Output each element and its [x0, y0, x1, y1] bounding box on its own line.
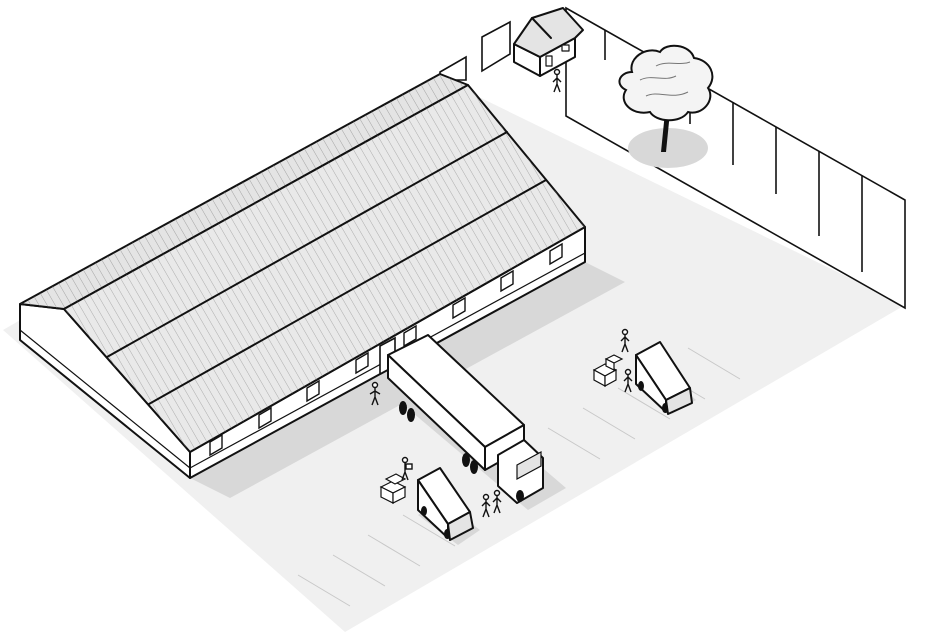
tree	[618, 44, 714, 168]
tree-trunk	[661, 112, 670, 152]
warehouse-roof-back-ribs	[20, 74, 468, 309]
tree-shadow	[628, 128, 708, 168]
guard-house	[513, 7, 584, 77]
worker-by-right-van	[623, 368, 633, 393]
semi-truck-at-dock	[387, 334, 566, 510]
warehouse-building	[19, 73, 586, 479]
worker-pair-by-van	[481, 489, 502, 518]
tree-foliage	[618, 44, 714, 122]
cargo-boxes	[379, 354, 624, 504]
worker-at-dock	[369, 381, 381, 406]
delivery-van-right	[635, 341, 696, 415]
warehouse-roof-main-ribs	[64, 85, 585, 452]
worker-carrying-box	[401, 456, 413, 481]
worker-right-lot	[620, 328, 630, 353]
truck-wheels	[399, 401, 524, 502]
workers	[369, 68, 633, 518]
warehouse-windows	[209, 242, 563, 457]
worker-near-guard-house	[552, 68, 562, 93]
truck-windshield	[516, 450, 542, 481]
delivery-van-front	[417, 467, 480, 545]
